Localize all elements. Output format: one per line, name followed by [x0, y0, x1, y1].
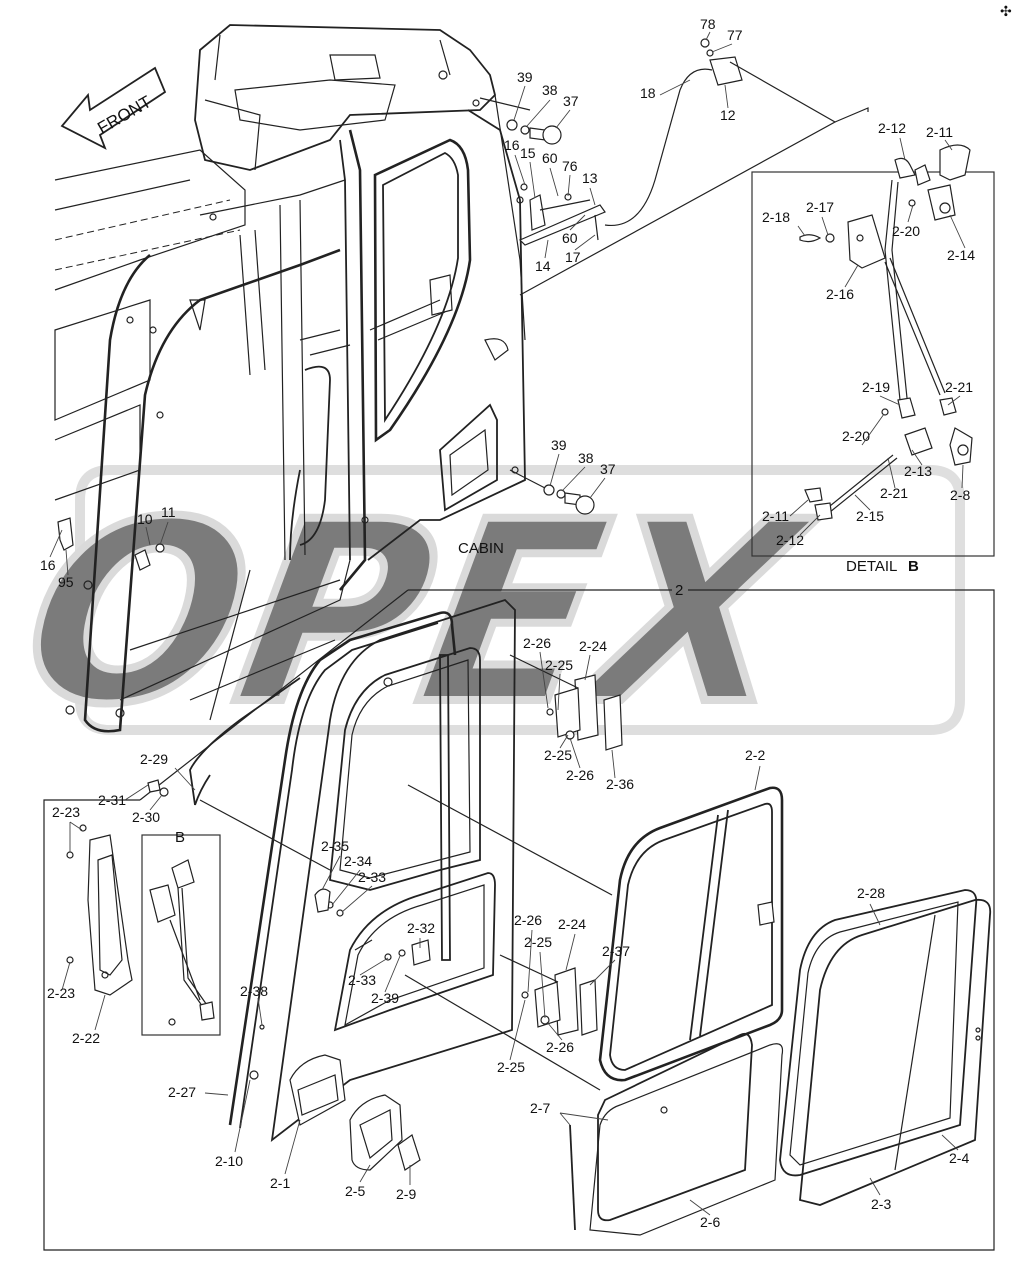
callout-p2-26c: 2-26 — [514, 912, 542, 928]
callout-2-16: 2-16 — [826, 286, 854, 302]
callout-p2-25a: 2-25 — [545, 657, 573, 673]
callout-2-17: 2-17 — [806, 199, 834, 215]
callout-78: 78 — [700, 16, 716, 32]
callout-p2-4: 2-4 — [949, 1150, 969, 1166]
corner-mark: ✣ — [1000, 3, 1012, 19]
callout-2-11b: 2-11 — [762, 508, 789, 524]
callout-2-8: 2-8 — [950, 487, 970, 503]
callout-p2-26d: 2-26 — [546, 1039, 574, 1055]
handle-parts — [479, 38, 743, 515]
callout-16a: 16 — [504, 137, 520, 153]
assembly-2-frame — [43, 569, 995, 1251]
callout-14: 14 — [535, 258, 551, 274]
detail-label-prefix: DETAIL — [846, 558, 897, 575]
callout-15: 15 — [520, 145, 536, 161]
callout-p2-37: 2-37 — [602, 943, 630, 959]
callout-p2-24b: 2-24 — [558, 916, 586, 932]
callout-2-13: 2-13 — [904, 463, 932, 479]
callout-p2-2: 2-2 — [745, 747, 765, 763]
callout-p2-25c: 2-25 — [524, 934, 552, 950]
watermark-text: OPEX — [6, 469, 827, 760]
callout-76: 76 — [562, 158, 578, 174]
detail-b-box — [751, 144, 995, 557]
inset-b-box — [141, 834, 221, 1036]
callout-2-19: 2-19 — [862, 379, 890, 395]
callout-38a: 38 — [542, 82, 558, 98]
callout-p2-10: 2-10 — [215, 1153, 243, 1169]
assembly-number: 2 — [675, 582, 683, 599]
callout-p2-36: 2-36 — [606, 776, 634, 792]
door-assembly — [66, 598, 623, 1231]
callout-p2-23b: 2-23 — [47, 985, 75, 1001]
cabin-body — [54, 24, 526, 733]
callout-p2-23a: 2-23 — [52, 804, 80, 820]
callout-p2-33a: 2-33 — [358, 869, 386, 885]
callout-37a: 37 — [563, 93, 579, 109]
callout-p2-28: 2-28 — [857, 885, 885, 901]
callout-13: 13 — [582, 170, 598, 186]
callout-p2-26a: 2-26 — [523, 635, 551, 651]
inset-label: B — [175, 829, 185, 846]
watermark: OPEX — [2, 465, 965, 764]
front-label: FRONT — [94, 92, 154, 138]
cabin-label: CABIN — [458, 540, 504, 557]
callout-37b: 37 — [600, 461, 616, 477]
callout-39b: 39 — [551, 437, 567, 453]
front-arrow: FRONT — [60, 66, 167, 150]
callout-p2-9: 2-9 — [396, 1186, 416, 1202]
callout-60b: 60 — [562, 230, 578, 246]
callout-p2-33b: 2-33 — [348, 972, 376, 988]
callout-60a: 60 — [542, 150, 558, 166]
callout-p2-25b: 2-25 — [544, 747, 572, 763]
callout-p2-27: 2-27 — [168, 1084, 196, 1100]
callout-p2-3: 2-3 — [871, 1196, 891, 1212]
leader-lines — [49, 31, 966, 1216]
callout-2-21b: 2-21 — [880, 485, 908, 501]
callout-39a: 39 — [517, 69, 533, 85]
callout-p2-31: 2-31 — [98, 792, 126, 808]
callout-16b: 16 — [40, 557, 56, 573]
callout-2-11a: 2-11 — [926, 124, 953, 140]
callout-17: 17 — [565, 249, 581, 265]
callout-10: 10 — [137, 511, 153, 527]
callout-95: 95 — [58, 574, 74, 590]
callout-p2-25d: 2-25 — [497, 1059, 525, 1075]
callout-p2-32: 2-32 — [407, 920, 435, 936]
callout-p2-29: 2-29 — [140, 751, 168, 767]
callout-p2-1: 2-1 — [270, 1175, 290, 1191]
callout-p2-22: 2-22 — [72, 1030, 100, 1046]
callout-p2-5: 2-5 — [345, 1183, 365, 1199]
callout-2-21a: 2-21 — [945, 379, 973, 395]
callout-2-12a: 2-12 — [878, 120, 906, 136]
callout-2-20b: 2-20 — [842, 428, 870, 444]
callout-77: 77 — [727, 27, 743, 43]
callout-2-20a: 2-20 — [892, 223, 920, 239]
callout-p2-6: 2-6 — [700, 1214, 720, 1230]
callout-38b: 38 — [578, 450, 594, 466]
callout-p2-24a: 2-24 — [579, 638, 607, 654]
callout-p2-38: 2-38 — [240, 983, 268, 999]
callout-2-18: 2-18 — [762, 209, 790, 225]
callout-p2-30: 2-30 — [132, 809, 160, 825]
callout-12: 12 — [720, 107, 736, 123]
callout-labels: 78 77 12 18 39 38 37 16 15 60 76 13 60 1… — [40, 16, 975, 1230]
detail-label-letter: B — [908, 558, 919, 575]
callout-11: 11 — [161, 504, 176, 520]
callout-2-15: 2-15 — [856, 508, 884, 524]
callout-p2-26b: 2-26 — [566, 767, 594, 783]
callout-p2-35: 2-35 — [321, 838, 349, 854]
callout-18: 18 — [640, 85, 656, 101]
callout-2-12b: 2-12 — [776, 532, 804, 548]
callout-2-14: 2-14 — [947, 247, 975, 263]
callout-p2-34: 2-34 — [344, 853, 372, 869]
callout-p2-7: 2-7 — [530, 1100, 550, 1116]
glass-panels — [589, 786, 992, 1236]
callout-p2-39: 2-39 — [371, 990, 399, 1006]
